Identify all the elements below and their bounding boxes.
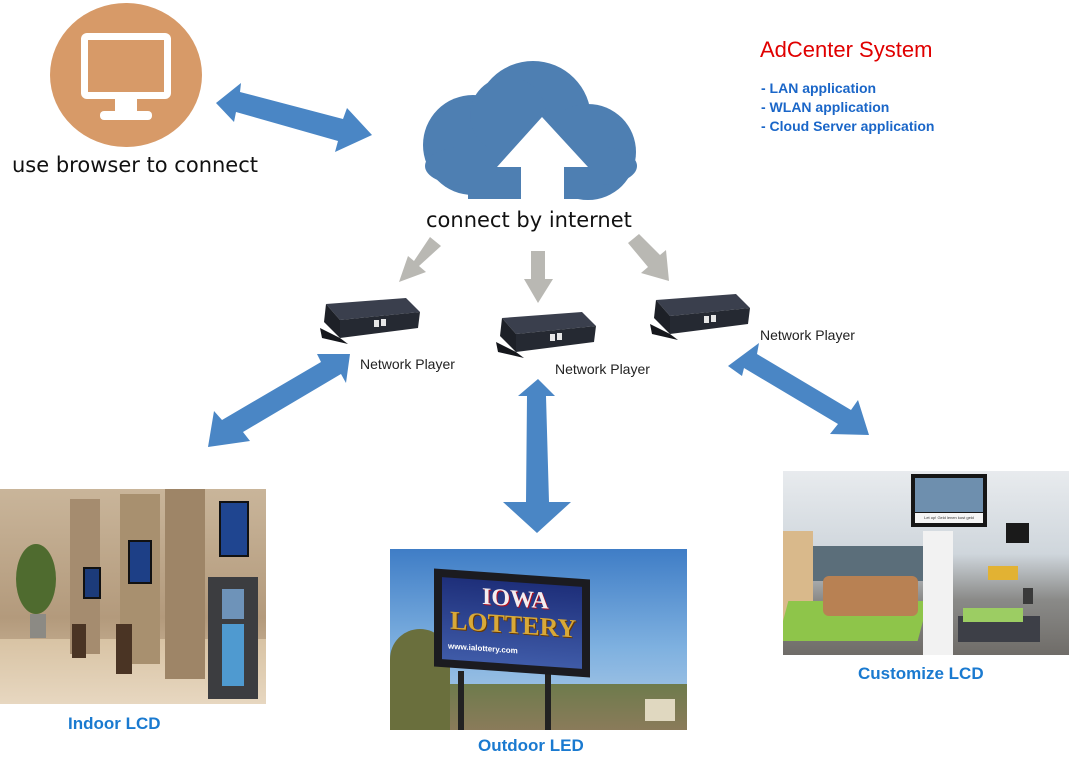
gray-arrow-right bbox=[628, 234, 669, 281]
system-title: AdCenter System bbox=[760, 37, 933, 62]
double-arrow-browser-cloud bbox=[216, 83, 372, 152]
network-player-label-3: Network Player bbox=[760, 327, 855, 343]
double-arrow-player1-indoor bbox=[208, 354, 350, 447]
indoor-lcd-photo bbox=[0, 489, 266, 704]
monitor-icon bbox=[50, 3, 202, 147]
double-arrow-player3-customize bbox=[728, 343, 869, 435]
customize-lcd-photo: Let op! Geld lenen kost geld bbox=[783, 471, 1069, 655]
system-feature-list: - LAN application - WLAN application - C… bbox=[761, 79, 934, 136]
network-player-device-1 bbox=[320, 298, 420, 344]
feature-item-wlan: - WLAN application bbox=[761, 99, 890, 115]
feature-item-lan: - LAN application bbox=[761, 80, 877, 96]
outdoor-led-photo: IOWA LOTTERY www.ialottery.com bbox=[390, 549, 687, 730]
network-player-device-2 bbox=[496, 312, 596, 358]
billboard-screen: IOWA LOTTERY www.ialottery.com bbox=[442, 577, 582, 669]
cloud-upload-icon bbox=[423, 61, 637, 207]
gray-arrow-center bbox=[524, 251, 553, 303]
customize-screen-text: Let op! Geld lenen kost geld bbox=[915, 513, 983, 523]
double-arrow-player2-outdoor bbox=[503, 379, 571, 533]
browser-label: use browser to connect bbox=[12, 153, 259, 177]
network-player-label-2: Network Player bbox=[555, 361, 650, 377]
network-player-device-3 bbox=[650, 294, 750, 340]
outdoor-led-label: Outdoor LED bbox=[478, 736, 584, 755]
billboard-line2: LOTTERY bbox=[450, 605, 577, 644]
network-player-label-1: Network Player bbox=[360, 356, 455, 372]
customize-lcd-label: Customize LCD bbox=[858, 664, 984, 683]
browser-node bbox=[50, 3, 202, 148]
feature-item-cloud-server: - Cloud Server application bbox=[761, 118, 935, 134]
cloud-node bbox=[413, 57, 653, 207]
gray-arrow-left bbox=[399, 237, 441, 282]
cloud-label: connect by internet bbox=[426, 208, 632, 232]
billboard-url: www.ialottery.com bbox=[448, 641, 518, 656]
indoor-lcd-label: Indoor LCD bbox=[68, 714, 161, 733]
